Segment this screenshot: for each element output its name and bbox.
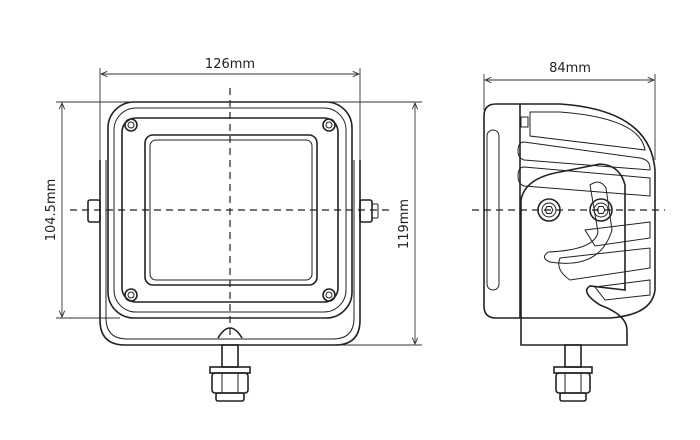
front-view: 126mm 104.5mm 119mm — [44, 57, 422, 402]
side-bracket — [520, 163, 628, 346]
side-stud — [553, 344, 593, 402]
dimension-total-height: 119mm — [230, 101, 422, 346]
adjustment-slot — [544, 181, 613, 264]
dimension-label-lens-height: 104.5mm — [44, 179, 59, 242]
dimension-depth: 84mm — [483, 61, 656, 160]
bottom-stud — [209, 327, 251, 402]
dimension-label-total-height: 119mm — [397, 199, 412, 249]
lens-front — [483, 103, 521, 319]
heatsink-body — [520, 103, 656, 319]
dimension-width: 126mm — [99, 57, 361, 160]
cooling-fins — [517, 141, 651, 301]
corner-screws — [124, 118, 336, 302]
side-knob-right — [359, 199, 373, 223]
side-knob-left — [87, 199, 101, 223]
side-view: 84mm — [472, 61, 665, 402]
dimension-label-depth: 84mm — [549, 61, 591, 76]
dimension-label-width: 126mm — [205, 57, 255, 72]
